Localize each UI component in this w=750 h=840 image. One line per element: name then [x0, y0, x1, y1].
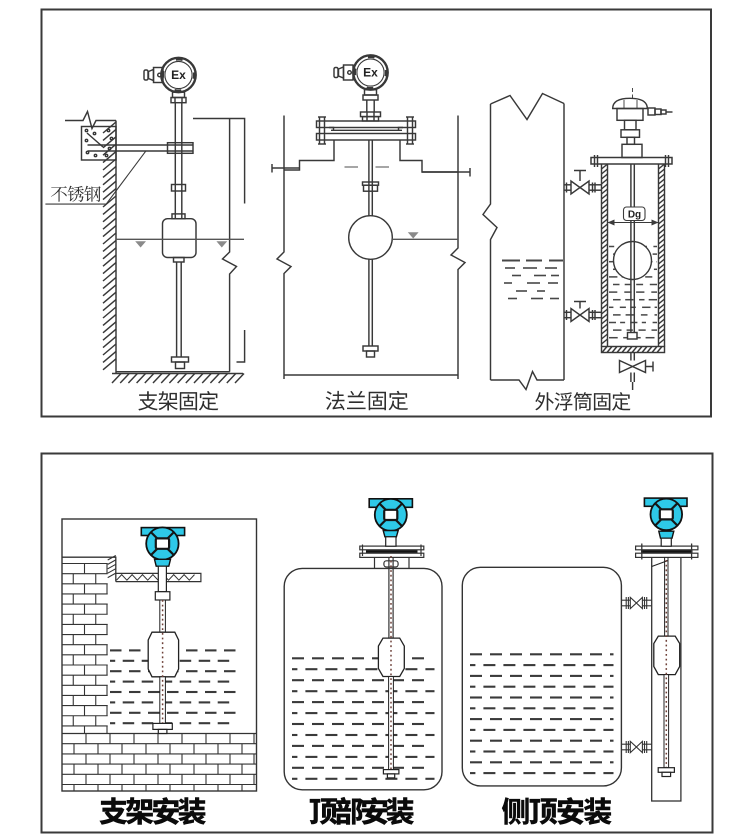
svg-text:Ex: Ex [171, 68, 186, 82]
svg-text:Ex: Ex [363, 66, 378, 80]
svg-text:Dg: Dg [628, 210, 641, 221]
